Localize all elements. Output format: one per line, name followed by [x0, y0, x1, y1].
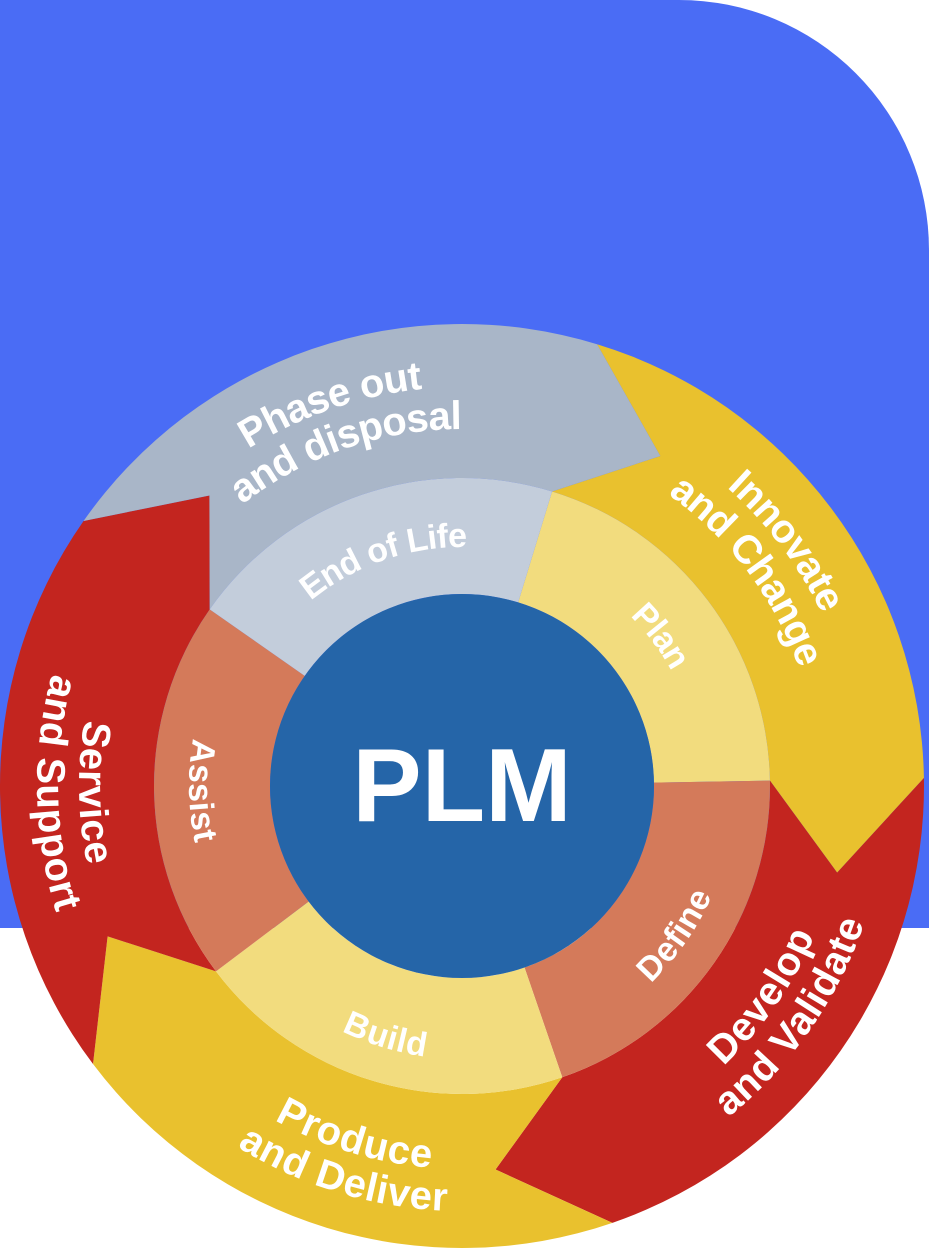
- inner-label-assist: Assist: [181, 737, 225, 845]
- outer-segment-assist: [0, 495, 217, 1065]
- inner-segment-build: [216, 901, 563, 1094]
- inner-segment-plan: [518, 491, 770, 783]
- center-label: PLM: [352, 728, 572, 844]
- inner-segment-assist: [153, 609, 309, 972]
- inner-segment-end-of-life: [209, 478, 553, 676]
- outer-label-assist-line1: Service: [70, 718, 122, 867]
- outer-segment-plan: [552, 344, 924, 873]
- outer-segment-build: [93, 936, 613, 1248]
- outer-ring: [0, 324, 925, 1248]
- outer-segment-end-of-life: [83, 324, 661, 610]
- center-circle: [270, 594, 654, 978]
- inner-ring: [153, 478, 770, 1094]
- outer-segment-define: [495, 777, 925, 1223]
- inner-segment-define: [524, 780, 770, 1078]
